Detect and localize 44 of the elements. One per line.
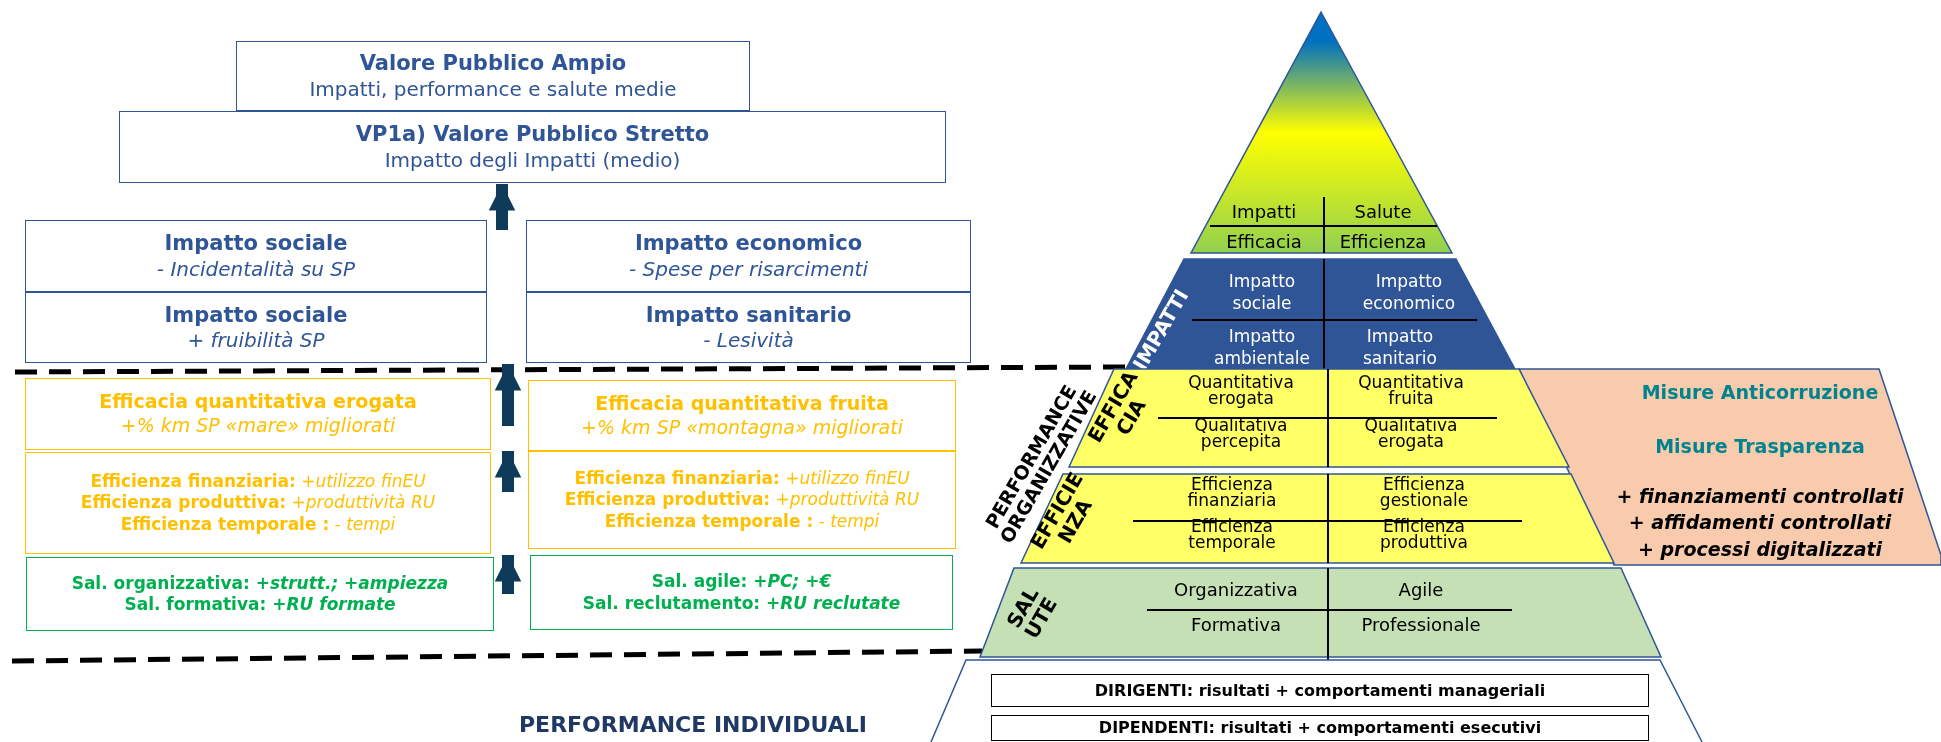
measure-title: Misure Trasparenza <box>1655 435 1865 457</box>
cell-text: Quantitativa fruita <box>1357 373 1465 407</box>
cell-text: Impatti <box>1231 200 1297 222</box>
cell-text: Efficienza finanziaria <box>1186 475 1278 509</box>
impact-box: Impatto sociale - Incidentalità su SP <box>25 220 487 292</box>
efficiency-box: Efficienza finanziaria: +utilizzo finEU Efficienza produttiva: +produttività RU Efficienza temporale : - tempi <box>528 451 956 549</box>
measure-item: + affidamenti controllati <box>1628 511 1892 533</box>
value-box: Valore Pubblico Ampio Impatti, performance e salute medie <box>236 41 750 111</box>
cell-text: Efficienza gestionale <box>1378 475 1470 509</box>
cell-text: Impatto economico <box>1361 269 1457 315</box>
cell-text: Efficacia <box>1226 230 1302 252</box>
health-box: Sal. agile: +PC; +€ Sal. reclutamento: +RU reclutate <box>530 555 953 630</box>
arrow <box>494 451 522 492</box>
section-title: PERFORMANCE INDIVIDUALI <box>519 712 867 737</box>
role-box: DIPENDENTI: risultati + comportamenti esecutivi <box>991 715 1649 741</box>
cell-text: Organizzativa <box>1173 578 1299 602</box>
cell-text: Salute <box>1354 200 1412 222</box>
cell-text: Qualitativa percepita <box>1193 416 1289 450</box>
role-box: DIRIGENTI: risultati + comportamenti manageriali <box>991 674 1649 707</box>
cell-text: Impatto sanitario <box>1362 324 1438 370</box>
impact-box: Impatto economico - Spese per risarcimenti <box>526 220 971 292</box>
cell-text: Qualitativa erogata <box>1363 416 1459 450</box>
impact-box: Impatto sociale + fruibilità SP <box>25 292 487 363</box>
cell-text: Efficienza <box>1339 230 1427 252</box>
measure-item: + processi digitalizzati <box>1637 538 1883 560</box>
cell-text: Efficienza produttiva <box>1379 517 1469 551</box>
efficacy-box: Efficacia quantitativa erogata +% km SP «mare» migliorati <box>25 378 491 450</box>
cell-text: Efficienza temporale <box>1187 517 1277 551</box>
arrow <box>494 555 522 594</box>
impact-box: Impatto sanitario - Lesività <box>526 292 971 363</box>
cell-text: Quantitativa erogata <box>1187 373 1295 407</box>
measure-item: + finanziamenti controllati <box>1616 485 1904 507</box>
efficacy-box: Efficacia quantitativa fruita +% km SP «montagna» migliorati <box>528 380 956 451</box>
cell-text: Agile <box>1397 578 1445 602</box>
arrow <box>488 184 516 230</box>
efficiency-box: Efficienza finanziaria: +utilizzo finEU Efficienza produttiva: +produttività RU Efficienza temporale : - tempi <box>25 452 491 554</box>
cell-text: Impatto sociale <box>1227 269 1297 315</box>
cell-text: Formativa <box>1189 613 1283 637</box>
health-box: Sal. organizzativa: +strutt.; +ampiezza Sal. formativa: +RU formate <box>26 557 494 631</box>
cell-text: Impatto ambientale <box>1213 324 1311 370</box>
value-box: VP1a) Valore Pubblico Stretto Impatto degli Impatti (medio) <box>119 111 946 183</box>
arrow <box>494 364 522 426</box>
measure-title: Misure Anticorruzione <box>1641 381 1879 403</box>
cell-text: Professionale <box>1360 613 1482 637</box>
